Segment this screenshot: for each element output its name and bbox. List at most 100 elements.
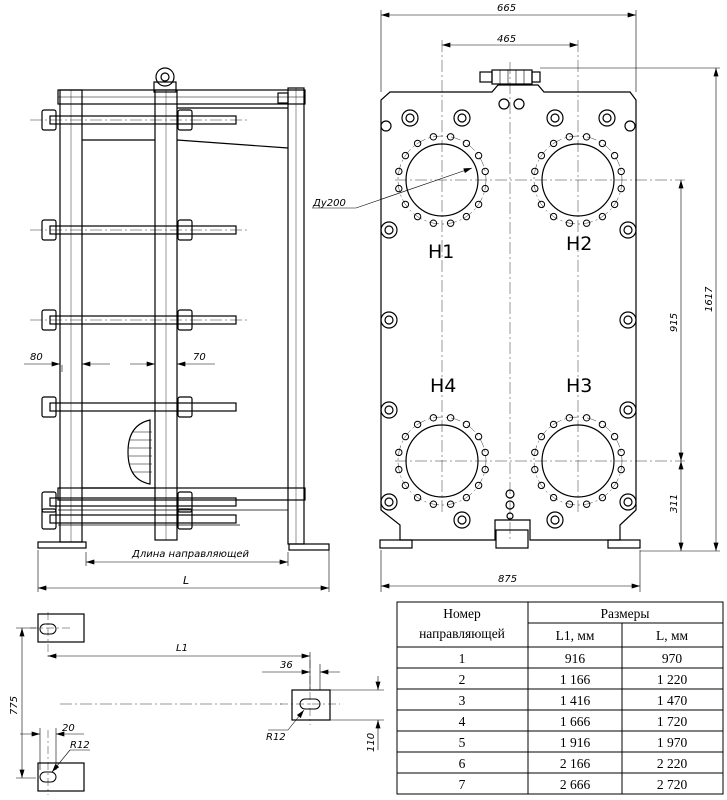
top-guide-bolt bbox=[491, 69, 533, 85]
bolt-hole bbox=[401, 151, 410, 160]
bolt-hole bbox=[462, 420, 471, 429]
table-cell-l1: 1 916 bbox=[560, 735, 591, 750]
dim-70: 70 bbox=[193, 352, 206, 363]
bolt-hole bbox=[413, 493, 422, 502]
bolt-hole bbox=[610, 200, 619, 209]
header-guide: направляющей bbox=[419, 626, 505, 641]
bolt-hole bbox=[565, 219, 574, 227]
bolt-hole bbox=[598, 420, 607, 429]
dim-du200: Ду200 bbox=[312, 198, 346, 209]
bolt-hole bbox=[481, 465, 489, 474]
table-cell-n: 5 bbox=[459, 735, 466, 750]
bolt-hole bbox=[446, 500, 455, 508]
bolt-hole bbox=[481, 448, 489, 457]
table-header: Номер направляющей Размеры L1, мм L, мм bbox=[419, 606, 688, 643]
table-cell-l1: 916 bbox=[565, 651, 586, 666]
bolt-hole bbox=[481, 184, 489, 193]
bolt-hole bbox=[565, 500, 574, 508]
bottom-guide-bar bbox=[57, 487, 306, 501]
side-nozzle bbox=[127, 419, 151, 485]
frame-plate-outline bbox=[380, 84, 637, 541]
bolt-hole bbox=[474, 151, 483, 160]
dim-1617: 1617 bbox=[704, 286, 715, 312]
table-cell-l: 2 220 bbox=[657, 756, 688, 771]
guide-detail bbox=[16, 612, 384, 795]
table-cell-l1: 1 416 bbox=[560, 693, 591, 708]
bolt-hole bbox=[401, 481, 410, 490]
bolt-hole bbox=[462, 493, 471, 502]
header-sizes: Размеры bbox=[601, 606, 650, 621]
dim-20: 20 bbox=[62, 723, 75, 734]
bolt-hole bbox=[598, 493, 607, 502]
table-cell-n: 1 bbox=[459, 651, 466, 666]
table-cell-n: 4 bbox=[459, 714, 466, 729]
dim-r12-right: R12 bbox=[266, 732, 286, 743]
bolt-hole bbox=[446, 219, 455, 227]
side-view bbox=[24, 67, 330, 592]
bolt-hole bbox=[617, 184, 625, 193]
header-number: Номер bbox=[443, 606, 481, 621]
guide-block-top bbox=[37, 613, 85, 643]
bolt-hole bbox=[565, 414, 574, 422]
bolt-hole bbox=[531, 448, 539, 457]
bolt-hole bbox=[531, 465, 539, 474]
tie-bolt-heads bbox=[380, 109, 637, 529]
label-h4: H4 bbox=[430, 375, 456, 397]
bolt-hole bbox=[549, 420, 558, 429]
lifting-eye bbox=[155, 67, 175, 87]
dim-80: 80 bbox=[30, 352, 43, 363]
header-l: L, мм bbox=[656, 628, 689, 643]
bolt-hole bbox=[413, 212, 422, 221]
bolt-hole bbox=[462, 139, 471, 148]
label-h1: H1 bbox=[428, 241, 454, 263]
table-cell-l: 1 720 bbox=[657, 714, 688, 729]
bolt-hole bbox=[395, 465, 403, 474]
bolt-hole bbox=[549, 139, 558, 148]
table-cell-n: 7 bbox=[459, 777, 466, 792]
guide-block-bottom bbox=[37, 762, 85, 792]
bolt-hole bbox=[395, 448, 403, 457]
guide-size-table bbox=[396, 601, 724, 795]
dim-guide-length: Длина направляющей bbox=[131, 549, 250, 560]
bolt-hole bbox=[565, 133, 574, 141]
bolt-hole bbox=[617, 448, 625, 457]
bolt-hole bbox=[582, 133, 591, 141]
bolt-hole bbox=[531, 167, 539, 176]
bolt-hole bbox=[582, 414, 591, 422]
dim-L1: L1 bbox=[176, 643, 188, 654]
table-cell-n: 3 bbox=[459, 693, 466, 708]
bolt-hole bbox=[531, 184, 539, 193]
bolt-hole bbox=[537, 432, 546, 441]
table-cell-n: 6 bbox=[459, 756, 466, 771]
right-foot bbox=[288, 543, 330, 551]
dim-311: 311 bbox=[669, 494, 680, 513]
bolt-hole bbox=[617, 167, 625, 176]
bolt-hole bbox=[429, 133, 438, 141]
guide-block-right bbox=[291, 689, 331, 721]
bolt-hole bbox=[537, 200, 546, 209]
bolt-hole bbox=[429, 414, 438, 422]
table-cell-l: 1 220 bbox=[657, 672, 688, 687]
bolt-hole bbox=[429, 219, 438, 227]
bolt-hole bbox=[401, 200, 410, 209]
bolt-hole bbox=[582, 500, 591, 508]
bolt-hole bbox=[582, 219, 591, 227]
dim-L: L bbox=[183, 574, 189, 587]
dim-915: 915 bbox=[669, 313, 680, 332]
bolt-hole bbox=[474, 432, 483, 441]
table-cell-l: 1 970 bbox=[657, 735, 688, 750]
front-right-foot bbox=[607, 539, 641, 549]
table-cell-l: 2 720 bbox=[657, 777, 688, 792]
label-h3: H3 bbox=[566, 375, 592, 397]
bolt-hole bbox=[598, 212, 607, 221]
bolt-hole bbox=[429, 500, 438, 508]
dim-465: 465 bbox=[497, 34, 516, 45]
table-cell-n: 2 bbox=[459, 672, 466, 687]
bolt-hole bbox=[537, 151, 546, 160]
bolt-hole bbox=[401, 432, 410, 441]
dim-r12-left: R12 bbox=[70, 740, 90, 751]
table-cell-l1: 2 666 bbox=[560, 777, 591, 792]
bolt-hole bbox=[474, 200, 483, 209]
table-cell-l1: 1 166 bbox=[560, 672, 591, 687]
